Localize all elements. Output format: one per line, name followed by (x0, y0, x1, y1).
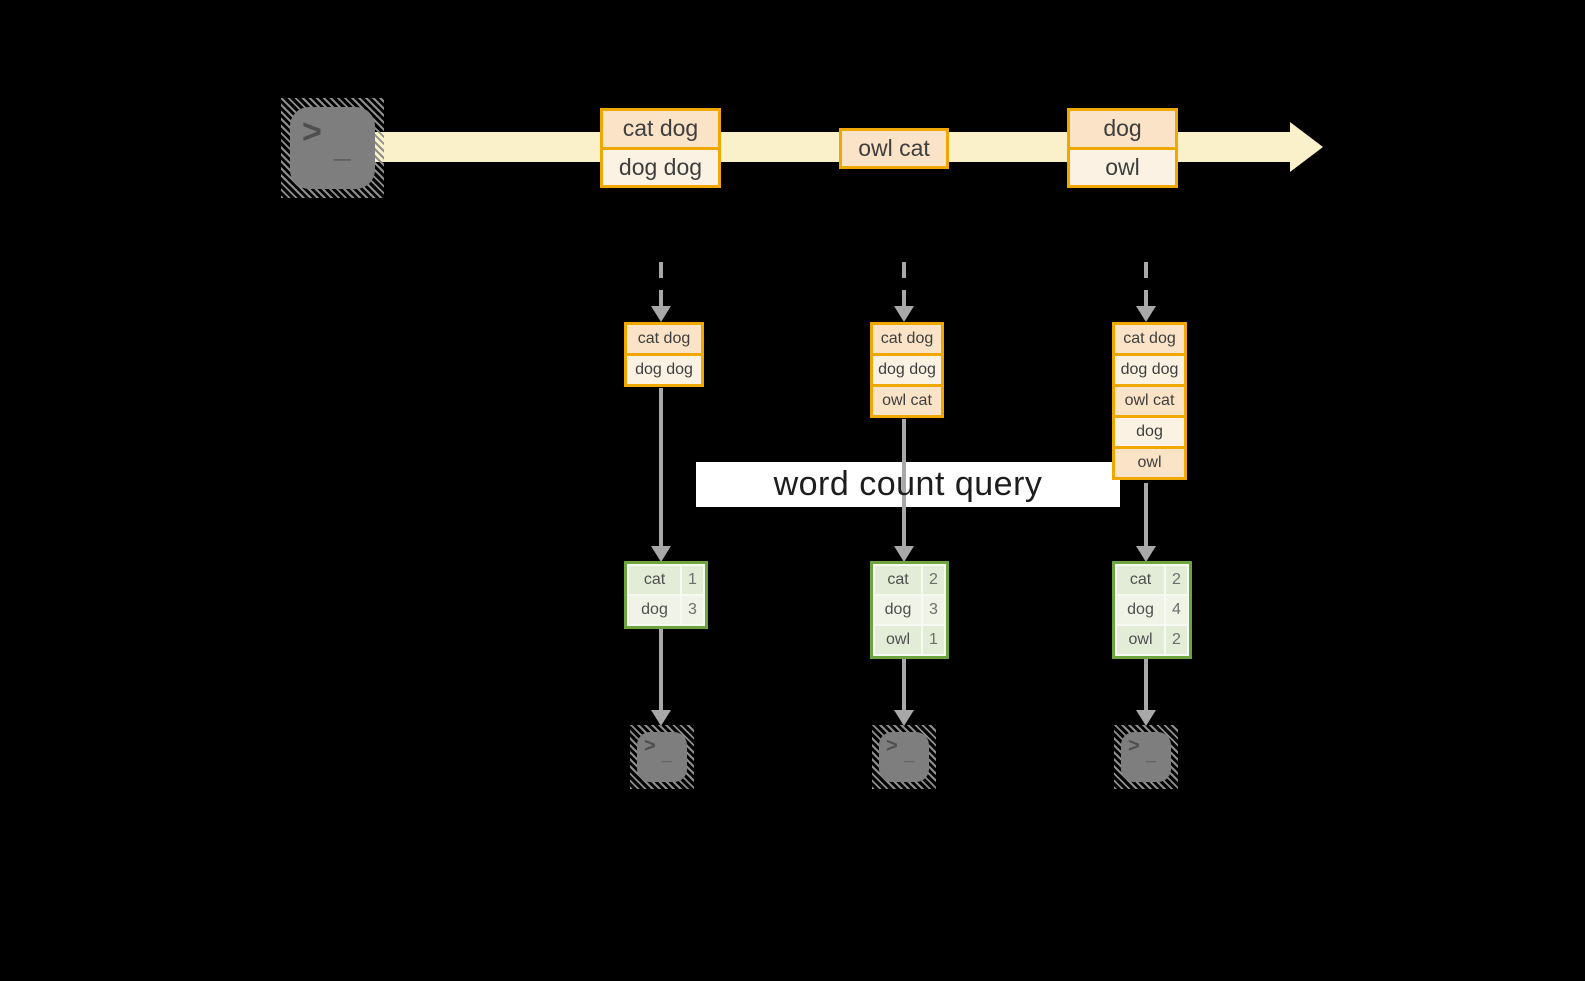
count-value: 1 (923, 626, 944, 654)
count-row: owl 2 (1117, 626, 1187, 654)
count-word: cat (1117, 566, 1164, 594)
stream-record: owl cat (842, 131, 946, 166)
count-value: 3 (923, 596, 944, 624)
count-row: dog 3 (629, 596, 703, 624)
count-value: 2 (1166, 566, 1187, 594)
count-word: dog (1117, 596, 1164, 624)
count-value: 1 (682, 566, 703, 594)
stream-band-arrowhead-icon (1290, 122, 1323, 172)
dashed-arrow-head-icon (1136, 306, 1156, 322)
input-line: cat dog (873, 325, 941, 353)
count-value: 2 (923, 566, 944, 594)
arrow-head-icon (1136, 546, 1156, 562)
input-line: dog dog (627, 356, 701, 384)
count-row: cat 2 (1117, 566, 1187, 594)
count-value: 2 (1166, 626, 1187, 654)
input-line: owl (1115, 449, 1184, 477)
arrow-line (902, 655, 906, 710)
arrow-head-icon (894, 546, 914, 562)
cursor-glyph: _ (334, 131, 351, 164)
arrow-line (902, 419, 906, 546)
arrow-line (1144, 655, 1148, 710)
terminal-source-icon: > _ (281, 98, 384, 198)
count-table-2: cat 2 dog 3 owl 1 (870, 561, 949, 659)
cursor-glyph: _ (662, 744, 673, 764)
stream-record: cat dog (603, 111, 718, 147)
input-line: cat dog (1115, 325, 1184, 353)
arrow-head-icon (894, 710, 914, 726)
prompt-glyph: > (886, 735, 898, 757)
input-stack-2: cat dog dog dog owl cat (870, 322, 944, 418)
count-word: cat (629, 566, 680, 594)
count-row: dog 4 (1117, 596, 1187, 624)
terminal-screen: > _ (637, 732, 687, 782)
count-row: owl 1 (875, 626, 944, 654)
arrow-head-icon (1136, 710, 1156, 726)
terminal-screen: > _ (290, 107, 375, 189)
count-table-3: cat 2 dog 4 owl 2 (1112, 561, 1192, 659)
prompt-glyph: > (644, 735, 656, 757)
input-line: dog dog (1115, 356, 1184, 384)
stream-batch-2: owl cat (839, 128, 949, 169)
prompt-glyph: > (1128, 735, 1140, 757)
prompt-glyph: > (302, 113, 322, 151)
stream-record: dog dog (603, 149, 718, 185)
terminal-output-icon: > _ (1114, 725, 1178, 789)
stream-record: dog (1070, 111, 1175, 147)
input-line: dog (1115, 418, 1184, 446)
dashed-arrow-line (902, 262, 906, 306)
dashed-arrow-head-icon (651, 306, 671, 322)
count-table-1: cat 1 dog 3 (624, 561, 708, 629)
count-word: dog (629, 596, 680, 624)
arrow-head-icon (651, 546, 671, 562)
input-line: owl cat (873, 387, 941, 415)
cursor-glyph: _ (904, 744, 915, 764)
stream-batch-1: cat dog dog dog (600, 108, 721, 188)
arrow-line (1144, 483, 1148, 546)
terminal-screen: > _ (1121, 732, 1171, 782)
stream-batch-3: dog owl (1067, 108, 1178, 188)
dashed-arrow-head-icon (894, 306, 914, 322)
cursor-glyph: _ (1146, 744, 1157, 764)
input-stack-1: cat dog dog dog (624, 322, 704, 387)
input-stack-3: cat dog dog dog owl cat dog owl (1112, 322, 1187, 480)
count-row: cat 1 (629, 566, 703, 594)
terminal-output-icon: > _ (872, 725, 936, 789)
count-value: 3 (682, 596, 703, 624)
input-line: dog dog (873, 356, 941, 384)
count-word: cat (875, 566, 921, 594)
terminal-output-icon: > _ (630, 725, 694, 789)
input-line: owl cat (1115, 387, 1184, 415)
stream-record: owl (1070, 149, 1175, 185)
count-word: dog (875, 596, 921, 624)
query-banner-label: word count query (773, 465, 1043, 503)
count-word: owl (1117, 626, 1164, 654)
count-word: owl (875, 626, 921, 654)
dashed-arrow-line (1144, 262, 1148, 306)
input-line: cat dog (627, 325, 701, 353)
count-value: 4 (1166, 596, 1187, 624)
arrow-line (659, 388, 663, 546)
query-banner (696, 462, 1120, 507)
arrow-line (659, 625, 663, 710)
arrow-head-icon (651, 710, 671, 726)
dashed-arrow-line (659, 262, 663, 306)
count-row: dog 3 (875, 596, 944, 624)
terminal-screen: > _ (879, 732, 929, 782)
count-row: cat 2 (875, 566, 944, 594)
